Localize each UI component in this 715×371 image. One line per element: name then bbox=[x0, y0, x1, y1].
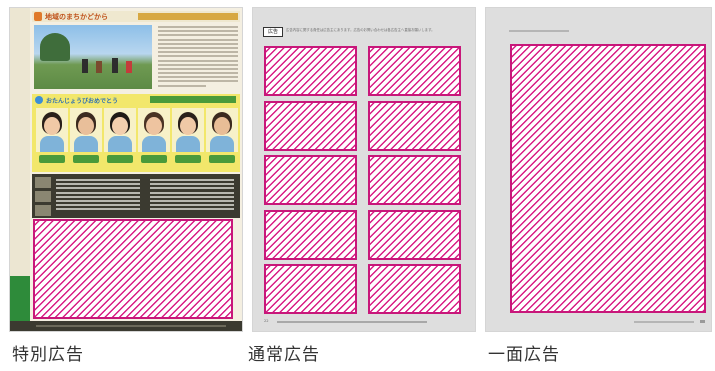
info-label-2 bbox=[35, 191, 51, 202]
article-heading-bar: 地域のまちかどから bbox=[32, 11, 240, 22]
kid-name-tag bbox=[141, 155, 167, 163]
kid-portrait bbox=[172, 108, 204, 152]
kid-name-tag bbox=[107, 155, 133, 163]
normal-ad-page: 広告 広告内容に関する責任は広告主にあります。広告のお問い合わせは各広告主へ直接… bbox=[253, 8, 475, 331]
kid-portrait bbox=[104, 108, 136, 152]
kids-heading-tag bbox=[150, 96, 236, 103]
full-page-footer-text bbox=[634, 321, 694, 323]
normal-ad-slot bbox=[368, 155, 461, 205]
kid-portrait bbox=[138, 108, 170, 152]
page-side-band bbox=[10, 8, 30, 331]
special-ad-slot bbox=[33, 219, 233, 319]
full-page-footer-number bbox=[700, 320, 705, 323]
normal-ad-slot bbox=[368, 100, 461, 151]
normal-ad-slot bbox=[264, 100, 357, 151]
kid-portrait bbox=[36, 108, 68, 152]
kid-name-tag bbox=[175, 155, 201, 163]
footer-info bbox=[277, 321, 427, 323]
article-heading-tag bbox=[138, 13, 238, 20]
kids-section: おたんじょうびおめでとう bbox=[32, 94, 240, 172]
normal-ad-slot bbox=[264, 155, 357, 205]
full-page-header-text bbox=[509, 30, 569, 32]
kid-portrait bbox=[206, 108, 238, 152]
caption-special-ad: 特別広告 bbox=[12, 345, 84, 365]
kid-name-tag bbox=[73, 155, 99, 163]
full-page-ad-page bbox=[486, 8, 711, 331]
info-section bbox=[32, 174, 240, 218]
ad-badge: 広告 bbox=[263, 27, 283, 37]
ad-notice: 広告内容に関する責任は広告主にあります。広告のお問い合わせは各広告主へ直接お願い… bbox=[286, 28, 435, 32]
full-page-ad-slot bbox=[510, 44, 706, 313]
article-heading-icon bbox=[34, 12, 42, 21]
caption-full-page-ad: 一面広告 bbox=[488, 345, 560, 365]
article-text bbox=[158, 26, 238, 89]
normal-ad-slot bbox=[264, 46, 357, 96]
kid-portrait bbox=[70, 108, 102, 152]
footer-page-number: 22 bbox=[264, 319, 269, 323]
info-label-1 bbox=[35, 177, 51, 188]
kids-heading-icon bbox=[35, 96, 43, 104]
normal-ad-slot bbox=[368, 209, 461, 260]
article-heading: 地域のまちかどから bbox=[45, 13, 108, 21]
normal-ad-grid bbox=[264, 46, 464, 316]
special-page-footer bbox=[10, 321, 242, 331]
article-photo bbox=[34, 25, 152, 89]
kid-name-tag bbox=[39, 155, 65, 163]
special-ad-page: 地域のまちかどから おたんじょうびおめでとう bbox=[10, 8, 242, 331]
caption-normal-ad: 通常広告 bbox=[248, 345, 320, 365]
info-label-3 bbox=[35, 205, 51, 216]
normal-ad-slot bbox=[264, 264, 357, 314]
normal-ad-slot bbox=[368, 264, 461, 314]
normal-ad-slot bbox=[264, 209, 357, 260]
side-band-green bbox=[10, 276, 30, 331]
kid-name-tag bbox=[209, 155, 235, 163]
normal-ad-slot bbox=[368, 46, 461, 96]
kids-row bbox=[36, 108, 238, 168]
kids-heading: おたんじょうびおめでとう bbox=[46, 98, 119, 105]
